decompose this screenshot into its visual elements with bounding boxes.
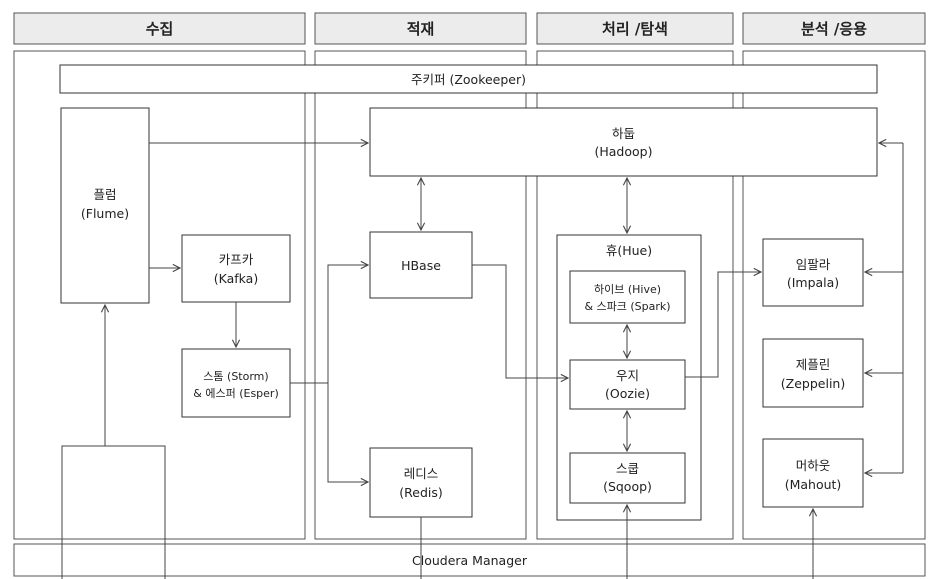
hadoop-sublabel: (Hadoop): [595, 144, 653, 159]
header-store-label: 적재: [407, 20, 435, 38]
header-analyze-label: 분석 /응용: [801, 20, 867, 38]
oozie-box: 우지 (Oozie): [569, 359, 686, 410]
oozie-label: 우지: [616, 368, 639, 383]
header-store: 적재: [314, 12, 527, 45]
zeppelin-sublabel: (Zeppelin): [781, 376, 845, 391]
mahout-box: 머하웃 (Mahout): [762, 438, 864, 508]
redis-sublabel: (Redis): [399, 485, 443, 500]
flume-sublabel: (Flume): [81, 206, 129, 221]
zeppelin-box: 제플린 (Zeppelin): [762, 338, 864, 408]
mahout-label: 머하웃: [796, 458, 831, 473]
impala-sublabel: (Impala): [787, 275, 839, 290]
flume-label: 플럼: [93, 187, 116, 202]
impala-label: 임팔라: [796, 257, 831, 272]
flume-box: 플럼 (Flume): [60, 107, 150, 304]
hive-spark-box: 하이브 (Hive) & 스파크 (Spark): [569, 270, 686, 324]
edge-storm-redis: [327, 383, 368, 482]
esper-label: & 에스퍼 (Esper): [193, 387, 278, 400]
header-process: 처리 /탐색: [536, 12, 734, 45]
oozie-sublabel: (Oozie): [605, 386, 650, 401]
redis-box: 레디스 (Redis): [369, 447, 473, 518]
zookeeper-label: 주키퍼 (Zookeeper): [411, 72, 526, 87]
storm-label: 스톰 (Storm): [203, 370, 268, 383]
kafka-box: 카프카 (Kafka): [181, 234, 291, 303]
source-box: [61, 445, 166, 579]
hbase-label: HBase: [401, 258, 441, 273]
cloudera-manager-bar: Cloudera Manager: [13, 543, 926, 577]
header-collect: 수집: [13, 12, 306, 45]
sqoop-label: 스쿱: [616, 461, 639, 476]
hive-label: 하이브 (Hive): [594, 282, 661, 296]
hadoop-label: 하둡: [612, 126, 635, 141]
redis-label: 레디스: [404, 466, 439, 481]
storm-esper-box: 스톰 (Storm) & 에스퍼 (Esper): [181, 348, 291, 418]
kafka-sublabel: (Kafka): [214, 271, 258, 286]
edge-oozie-impala: [685, 272, 761, 378]
sqoop-box: 스쿱 (Sqoop): [569, 452, 686, 504]
impala-box: 임팔라 (Impala): [762, 238, 864, 307]
zookeeper-bar: 주키퍼 (Zookeeper): [59, 64, 878, 94]
sqoop-sublabel: (Sqoop): [603, 479, 652, 494]
cloudera-manager-label: Cloudera Manager: [412, 553, 528, 568]
hadoop-box: 하둡 (Hadoop): [369, 107, 878, 177]
zeppelin-label: 제플린: [796, 357, 831, 372]
mahout-sublabel: (Mahout): [785, 477, 842, 492]
hbase-box: HBase: [369, 231, 473, 299]
kafka-label: 카프카: [219, 252, 254, 267]
header-analyze: 분석 /응용: [742, 12, 926, 45]
edge-storm-hbase: [327, 265, 368, 383]
header-collect-label: 수집: [146, 20, 174, 38]
spark-label: & 스파크 (Spark): [584, 300, 670, 313]
header-process-label: 처리 /탐색: [602, 20, 668, 38]
edge-hbase-oozie: [472, 264, 568, 378]
hue-label: 휴(Hue): [606, 243, 652, 258]
